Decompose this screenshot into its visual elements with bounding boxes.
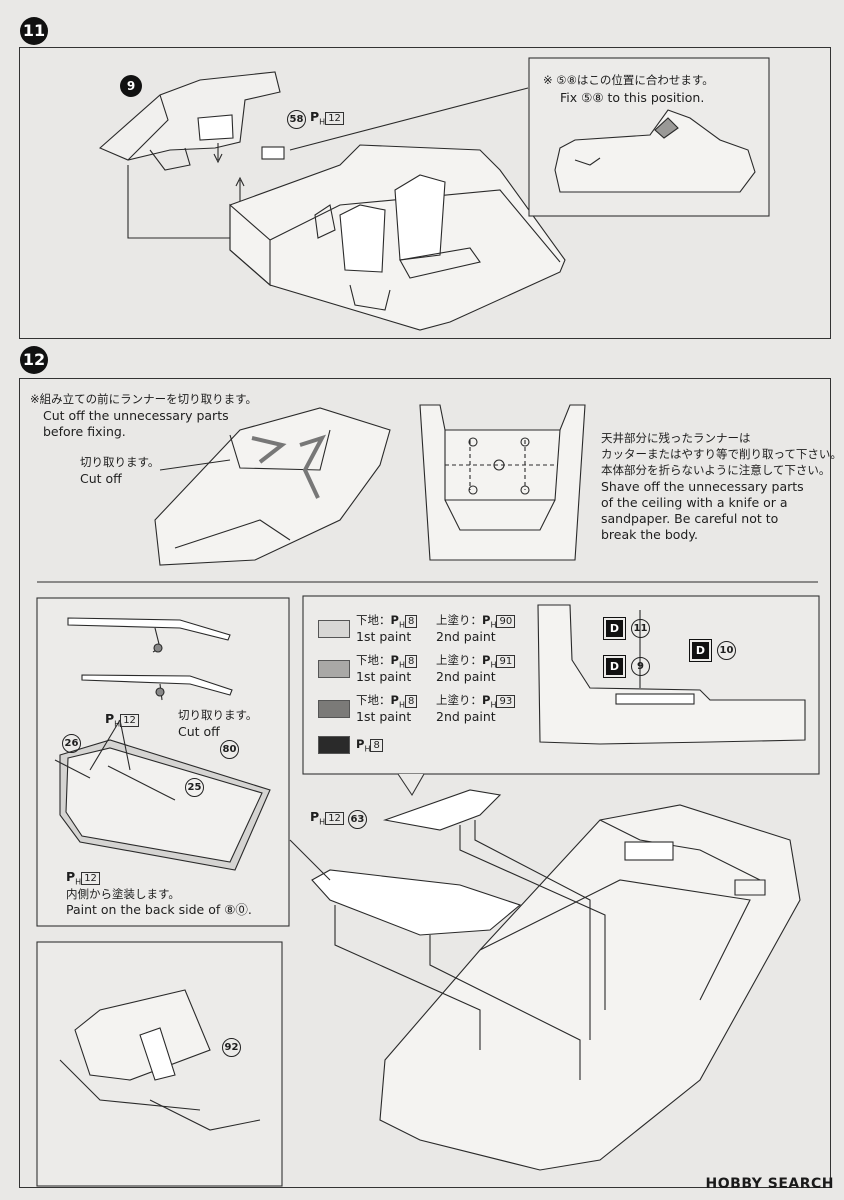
paint-swatch-4 — [318, 736, 350, 754]
cutoff-en: Cut off — [80, 471, 122, 486]
part-58-number: 58 — [287, 109, 306, 129]
decal-letter: D — [603, 655, 626, 678]
step-11-number: 11 — [20, 17, 48, 45]
inside-en: Paint on the back side of ⑧⓪. — [66, 902, 252, 917]
decal-11-number: 11 — [631, 619, 650, 638]
part-9-badge: 9 — [120, 75, 142, 97]
ph-sub: H — [114, 719, 121, 729]
part-26-number: 26 — [62, 734, 81, 753]
ceiling-en-1: Shave off the unnecessary parts — [601, 479, 804, 494]
wiper-cutoff-jp: 切り取ります。 — [178, 708, 258, 722]
step-12-number: 12 — [20, 346, 48, 374]
part-92-number: 92 — [222, 1038, 241, 1057]
watermark: HOBBY SEARCH — [705, 1176, 834, 1192]
inside-jp: 内側から塗装します。 — [66, 887, 180, 901]
ceiling-jp-1: 天井部分に残ったランナーは — [601, 431, 751, 445]
ceiling-en-3: sandpaper. Be careful not to — [601, 511, 779, 526]
paint-top-en-1: 2nd paint — [436, 629, 496, 644]
decal-9-number: 9 — [631, 657, 650, 676]
ph-prefix: P — [66, 869, 76, 884]
ph-sub: H — [319, 117, 326, 127]
paint-base-en-3: 1st paint — [356, 709, 412, 724]
ceiling-jp-2: カッターまたはやすり等で削り取って下さい。 — [601, 447, 842, 461]
wiper-cutoff-en: Cut off — [178, 724, 220, 739]
paint-top-en-2: 2nd paint — [436, 669, 496, 684]
paint-swatch-3 — [318, 700, 350, 718]
ph-sub: H — [75, 877, 82, 887]
step-12-panel — [19, 378, 831, 1188]
decal-marker-10: D 10 — [689, 639, 736, 662]
cut-note-en-1: Cut off the unnecessary parts — [43, 408, 229, 423]
ph-number: 12 — [120, 714, 139, 727]
paint-base-en-2: 1st paint — [356, 669, 412, 684]
decal-10-number: 10 — [717, 641, 736, 660]
ph-prefix: P — [310, 109, 320, 124]
step-11-note-en: Fix ⑤⑧ to this position. — [560, 90, 705, 105]
cut-note-en-2: before fixing. — [43, 424, 126, 439]
cutoff-jp: 切り取ります。 — [80, 455, 160, 469]
ph-number: 12 — [81, 872, 100, 885]
ceiling-en-4: break the body. — [601, 527, 698, 542]
ph-number: 12 — [325, 112, 344, 125]
decal-letter: D — [689, 639, 712, 662]
part-63-number: 63 — [347, 809, 367, 829]
ceiling-jp-3: 本体部分を折らないように注意して下さい。 — [601, 463, 831, 477]
ceiling-en-2: of the ceiling with a knife or a — [601, 495, 788, 510]
decal-marker-11: D 11 — [603, 617, 650, 640]
paint-swatch-2 — [318, 660, 350, 678]
cut-note-jp: ※組み立ての前にランナーを切り取ります。 — [30, 392, 257, 406]
decal-letter: D — [603, 617, 626, 640]
ph-prefix: P — [105, 711, 115, 726]
decal-marker-9: D 9 — [603, 655, 650, 678]
part-25-number: 25 — [185, 778, 204, 797]
step-11-panel — [19, 47, 831, 339]
step-11-note-jp: ※ ⑤⑧はこの位置に合わせます。 — [543, 73, 714, 87]
part-80-number: 80 — [220, 740, 239, 759]
paint-top-en-3: 2nd paint — [436, 709, 496, 724]
paint-base-en-1: 1st paint — [356, 629, 412, 644]
paint-swatch-1 — [318, 620, 350, 638]
